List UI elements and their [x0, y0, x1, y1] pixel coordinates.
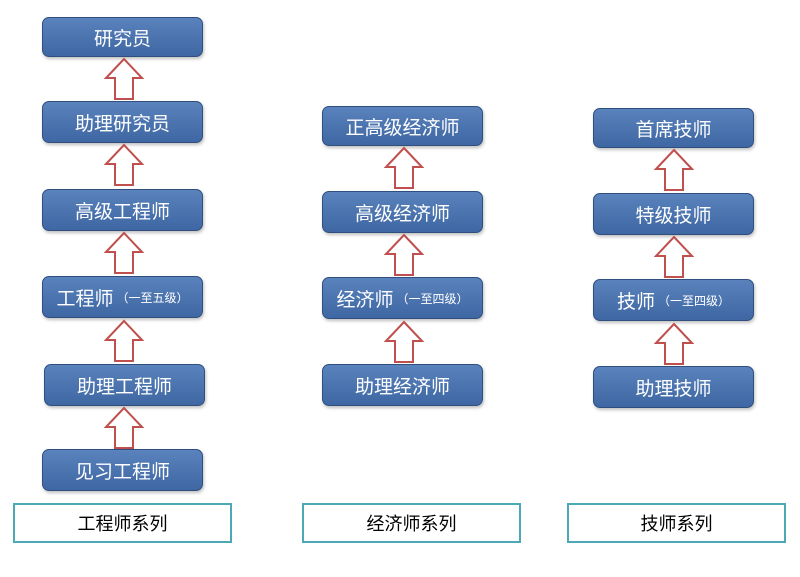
- promotion-arrow-icon: [104, 231, 144, 275]
- engineer-level-6: 见习工程师: [42, 449, 203, 491]
- level-name: 技师: [616, 290, 655, 313]
- economist-level-4: 助理经济师: [322, 364, 483, 406]
- engineer-level-1: 研究员: [42, 17, 203, 57]
- series-label-technician: 技师系列: [567, 503, 786, 543]
- level-name: 高级工程师: [74, 200, 170, 223]
- engineer-level-3: 高级工程师: [42, 189, 203, 231]
- level-name: 助理研究员: [74, 112, 170, 135]
- level-name: 助理经济师: [354, 375, 450, 398]
- level-note: （一至五级）: [116, 290, 189, 305]
- level-note: （一至四级）: [658, 293, 731, 308]
- promotion-arrow-icon: [384, 233, 424, 277]
- promotion-arrow-icon: [384, 320, 424, 364]
- technician-level-1: 首席技师: [593, 108, 754, 148]
- level-name: 助理技师: [635, 377, 712, 400]
- economist-level-2: 高级经济师: [322, 191, 483, 233]
- level-name: 研究员: [93, 27, 151, 50]
- promotion-arrow-icon: [654, 322, 694, 366]
- promotion-arrow-icon: [104, 319, 144, 363]
- technician-level-2: 特级技师: [593, 193, 754, 235]
- level-name: 高级经济师: [354, 202, 450, 225]
- level-note: （一至四级）: [396, 291, 469, 306]
- level-name: 见习工程师: [74, 460, 170, 483]
- promotion-arrow-icon: [654, 148, 694, 192]
- promotion-arrow-icon: [104, 57, 144, 101]
- engineer-level-4: 工程师 （一至五级）: [42, 276, 203, 318]
- level-name: 助理工程师: [76, 375, 172, 398]
- economist-level-1: 正高级经济师: [322, 106, 483, 146]
- technician-level-3: 技师 （一至四级）: [593, 279, 754, 321]
- promotion-arrow-icon: [104, 406, 144, 450]
- level-name: 工程师: [56, 287, 114, 310]
- series-label-engineer: 工程师系列: [13, 503, 232, 543]
- economist-level-3: 经济师 （一至四级）: [322, 277, 483, 319]
- promotion-arrow-icon: [104, 143, 144, 187]
- promotion-arrow-icon: [654, 235, 694, 279]
- level-name: 正高级经济师: [345, 116, 460, 139]
- technician-level-4: 助理技师: [593, 366, 754, 408]
- engineer-level-2: 助理研究员: [42, 101, 203, 143]
- level-name: 经济师: [336, 288, 394, 311]
- series-label-economist: 经济师系列: [302, 503, 521, 543]
- level-name: 首席技师: [635, 118, 712, 141]
- promotion-arrow-icon: [384, 146, 424, 190]
- level-name: 特级技师: [635, 204, 712, 227]
- engineer-level-5: 助理工程师: [44, 364, 205, 406]
